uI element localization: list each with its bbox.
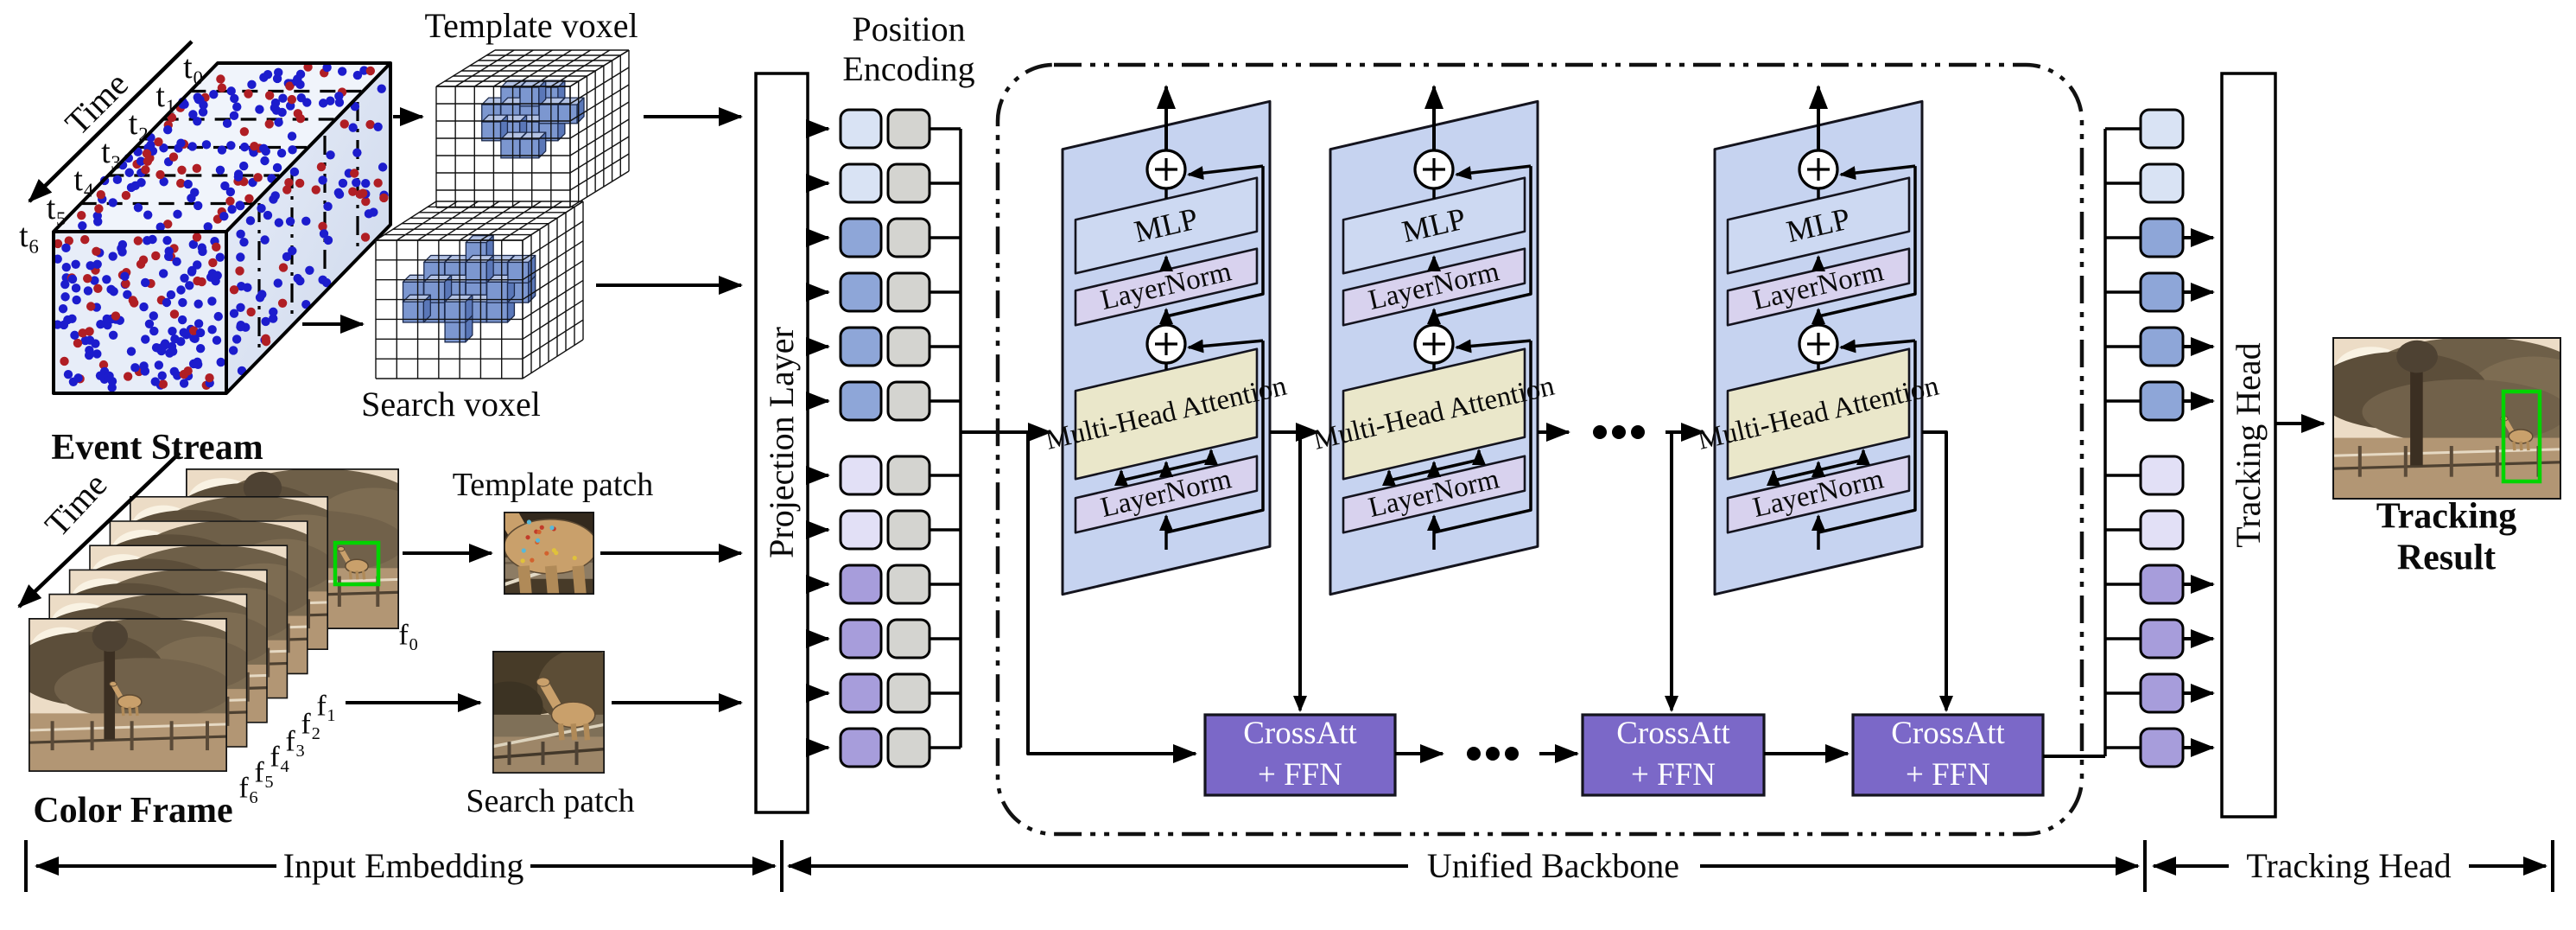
input-embedding-span-label: Input Embedding [282,846,524,885]
time-step-label-t1: t₁ [155,77,177,114]
crossatt-ffn-block-1-label: CrossAtt + FFN [1243,715,1357,793]
template-patch-label: Template patch [452,467,654,504]
position-encoding-label: Position Encoding [842,10,975,88]
time-step-label-t5: t₅ [46,189,67,226]
template-voxel-label: Template voxel [424,6,638,45]
frame-label-f1: f₁ [316,690,337,723]
time-step-label-t3: t₃ [101,133,122,170]
time-step-label-t6: t₆ [19,218,40,255]
projection-layer-label: Projection Layer [762,327,801,558]
search-voxel-label: Search voxel [361,385,541,424]
tracking-head-span-label: Tracking Head [2246,846,2452,885]
crossatt-ffn-block-2-label: CrossAtt + FFN [1616,715,1730,793]
tracking-head-bar-label: Tracking Head [2229,342,2268,548]
unified-backbone-span-label: Unified Backbone [1426,846,1680,885]
time-step-label-t0: t₀ [183,49,204,86]
event-stream-label: Event Stream [51,427,263,468]
time-step-label-t2: t₂ [128,105,149,143]
frame-label-f0: f₀ [398,619,419,652]
frame-label-f2: f₂ [301,708,321,741]
crossatt-ffn-block-3-label: CrossAtt + FFN [1891,715,2005,793]
search-patch-label: Search patch [466,783,635,820]
tracking-result-label: Tracking Result [2376,496,2517,578]
time-step-label-t4: t₄ [73,162,95,199]
frame-label-f3: f₃ [285,725,306,758]
frame-label-f4: f₄ [270,741,290,774]
frame-label-f5: f₅ [254,756,275,789]
color-frame-label: Color Frame [33,790,233,831]
frame-label-f6: f₆ [238,772,259,805]
